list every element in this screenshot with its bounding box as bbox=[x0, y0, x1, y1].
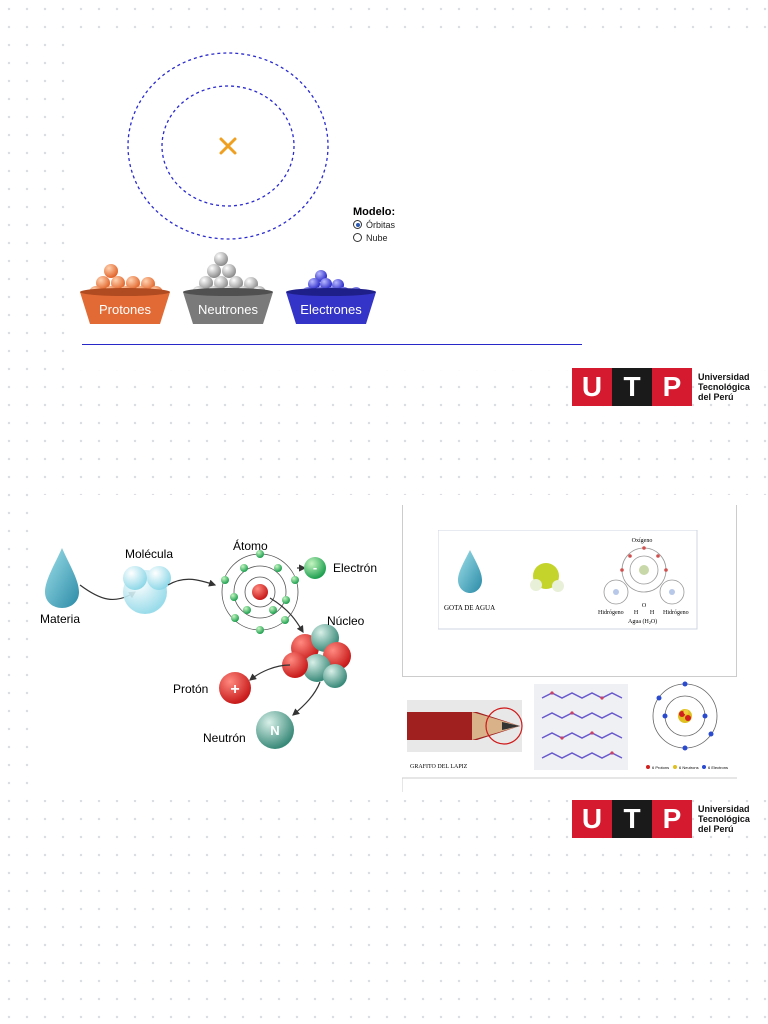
radio-nube[interactable]: Nube bbox=[353, 231, 395, 244]
svg-text:-: - bbox=[313, 560, 317, 575]
atomo-label: Átomo bbox=[233, 538, 268, 553]
protones-bowl[interactable]: Protones bbox=[80, 264, 170, 324]
radio-label: Órbitas bbox=[366, 219, 396, 230]
inner-orbit bbox=[161, 85, 295, 207]
graphite-panel: GRAFITO DEL LAPIZ 6 Protons 6 Neutrons 6… bbox=[402, 678, 737, 792]
neutron-label: Neutrón bbox=[203, 731, 246, 745]
water-panel: GOTA DE AGUA Oxígeno Hidrógeno Hidrógeno… bbox=[438, 530, 698, 630]
nucleo-label: Núcleo bbox=[327, 614, 365, 628]
electrones-bowl[interactable]: Electrones bbox=[286, 270, 376, 324]
model-panel: Modelo: Órbitas Nube bbox=[353, 206, 395, 244]
pencil-label: GRAFITO DEL LAPIZ bbox=[410, 764, 468, 770]
neutrones-label: Neutrones bbox=[198, 302, 258, 317]
svg-text:6 Protons: 6 Protons bbox=[652, 765, 669, 770]
svg-text:Agua (H2O): Agua (H2O) bbox=[628, 618, 657, 625]
utp-mark: U T P bbox=[572, 368, 692, 406]
atom-icon bbox=[221, 550, 299, 634]
carbon-atom-icon bbox=[652, 681, 718, 751]
water-drop-icon bbox=[45, 548, 79, 608]
drop-label: GOTA DE AGUA bbox=[444, 604, 495, 612]
radio-label: Nube bbox=[366, 232, 388, 243]
svg-text:6 Neutrons: 6 Neutrons bbox=[679, 765, 699, 770]
divider-line bbox=[82, 344, 582, 345]
nucleus-cross-icon bbox=[219, 137, 237, 155]
radio-orbitas[interactable]: Órbitas bbox=[353, 218, 395, 231]
utp-name: Universidad Tecnológica del Perú bbox=[698, 372, 750, 402]
radio-icon[interactable] bbox=[353, 220, 362, 229]
neutron-icon bbox=[256, 711, 294, 749]
outer-orbit bbox=[127, 52, 329, 240]
svg-text:H: H bbox=[634, 610, 639, 616]
legend: 6 Protons 6 Neutrons 6 Electrons bbox=[646, 765, 728, 770]
utp-logo-bottom: U T P Universidad Tecnológica del Perú bbox=[572, 800, 750, 838]
matter-diagram: Materia Molécula Átomo - Electrón Núcleo bbox=[40, 538, 377, 749]
svg-text:6 Electrons: 6 Electrons bbox=[708, 765, 728, 770]
orbit-diagram bbox=[127, 52, 329, 240]
water-drop-icon bbox=[458, 550, 482, 593]
electron-icon bbox=[304, 557, 326, 579]
svg-text:H: H bbox=[650, 610, 655, 616]
utp-logo: U T P Universidad Tecnológica del Perú bbox=[572, 368, 750, 406]
utp-mark: U T P bbox=[572, 800, 692, 838]
molecule-icon bbox=[123, 566, 171, 614]
svg-text:O: O bbox=[642, 603, 647, 609]
molecula-label: Molécula bbox=[125, 547, 173, 561]
water-panel-frame bbox=[402, 505, 737, 677]
electron-label: Electrón bbox=[333, 561, 377, 575]
utp-name: Universidad Tecnológica del Perú bbox=[698, 804, 750, 834]
svg-text:N: N bbox=[270, 723, 279, 738]
svg-text:+: + bbox=[230, 681, 239, 698]
neutrones-bowl[interactable]: Neutrones bbox=[183, 252, 273, 324]
proton-label: Protón bbox=[173, 682, 208, 696]
svg-text:Hidrógeno: Hidrógeno bbox=[598, 610, 624, 616]
materia-label: Materia bbox=[40, 612, 80, 626]
radio-icon[interactable] bbox=[353, 233, 362, 242]
electrones-label: Electrones bbox=[300, 302, 362, 317]
nucleus-icon bbox=[282, 624, 351, 688]
particle-bowls: Protones Neutrones Electrones bbox=[80, 252, 376, 324]
svg-text:Oxígeno: Oxígeno bbox=[632, 538, 653, 544]
protones-label: Protones bbox=[99, 302, 152, 317]
svg-text:Hidrógeno: Hidrógeno bbox=[663, 610, 689, 616]
model-title: Modelo: bbox=[353, 206, 396, 218]
proton-icon bbox=[219, 672, 251, 704]
